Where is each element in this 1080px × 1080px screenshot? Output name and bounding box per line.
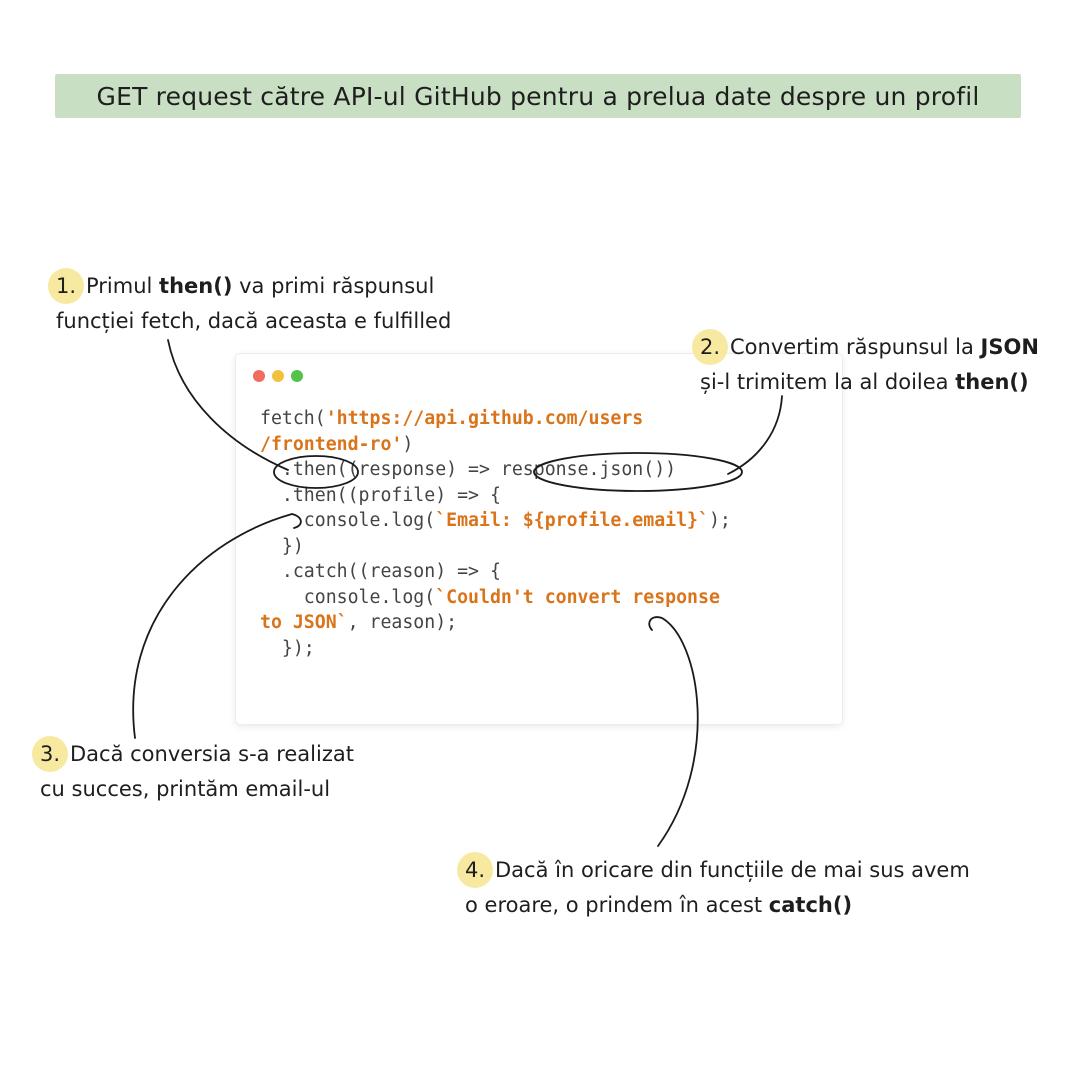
code-token: , reason); [347,612,458,633]
note-4: 4.Dacă în oricare din funcțiile de mai s… [457,852,970,922]
code-string: 'https://api.github.com/users [325,408,644,429]
code-token: }) [260,535,304,557]
code-token: console.log( [260,510,436,531]
code-token: .then((profile) => { [260,484,501,506]
code-token: .then((response) => response.json()) [260,459,677,480]
step-number: 3. [32,736,68,772]
page-title: GET request către API-ul GitHub pentru a… [55,74,1021,118]
code-line: .then((profile) => { [260,483,731,509]
code-line: }) [260,534,731,560]
code-line: to JSON`, reason); [260,610,731,636]
step-number: 4. [457,852,493,888]
code-token: }); [260,637,315,659]
window-controls [253,370,303,382]
code-line: fetch('https://api.github.com/users [260,406,731,432]
maximize-dot-icon [291,370,303,382]
keyword: JSON [980,335,1039,359]
code-token: ) [402,433,414,455]
close-dot-icon [253,370,265,382]
code-line: }); [260,636,731,662]
code-token: .catch((reason) => { [260,561,501,582]
code-string: to JSON` [260,612,348,633]
keyword: then() [159,274,233,298]
code-line: console.log(`Couldn't convert response [260,585,731,611]
minimize-dot-icon [272,370,284,382]
code-block: fetch('https://api.github.com/users/fron… [260,406,731,661]
code-string: `Email: ${profile.email}` [435,510,709,531]
code-line: console.log(`Email: ${profile.email}`); [260,508,731,534]
code-token: ); [708,510,731,531]
keyword: catch() [768,893,853,917]
keyword: then() [955,370,1029,394]
code-string: /frontend-ro' [260,433,403,455]
code-window: fetch('https://api.github.com/users/fron… [236,354,842,724]
code-line: .catch((reason) => { [260,559,731,585]
code-line: .then((response) => response.json()) [260,457,731,483]
code-string: `Couldn't convert response [435,586,720,608]
code-line: /frontend-ro') [260,432,731,458]
note-3: 3.Dacă conversia s-a realizat cu succes,… [32,736,354,806]
step-number: 1. [48,268,84,304]
code-token: console.log( [260,586,436,608]
note-1: 1.Primul then() va primi răspunsul funcț… [48,268,451,338]
note-2: 2.Convertim răspunsul la JSON și-l trimi… [692,329,1039,399]
code-token: fetch( [260,408,326,429]
step-number: 2. [692,329,728,365]
